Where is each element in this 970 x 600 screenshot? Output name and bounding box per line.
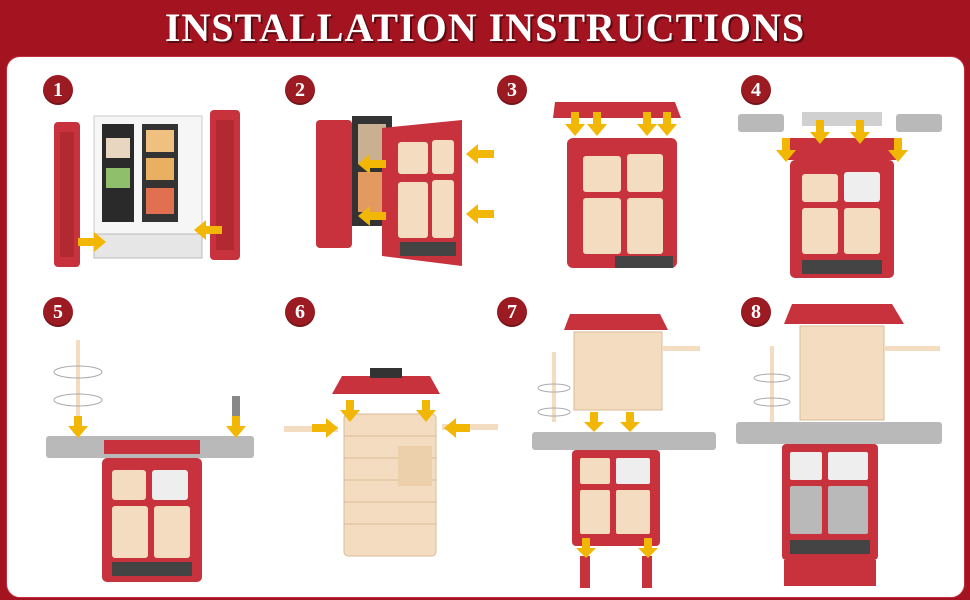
arrow-down-icon <box>620 412 640 432</box>
leg <box>580 556 590 588</box>
leg <box>642 556 652 588</box>
side-rail <box>884 346 940 351</box>
base-tray <box>94 234 202 258</box>
step-6-badge: 6 <box>285 297 315 327</box>
page-title: INSTALLATION INSTRUCTIONS <box>165 4 805 51</box>
rack-pole <box>552 352 556 422</box>
arrow-left-icon <box>444 418 470 438</box>
arrow-left-icon <box>466 144 494 164</box>
step-7-badge: 7 <box>497 297 527 327</box>
brick-wall <box>574 332 662 410</box>
step-5-illustration <box>44 336 259 586</box>
range-hood <box>564 314 668 330</box>
brick-wall <box>800 326 884 420</box>
step-4-badge: 4 <box>741 75 771 105</box>
step-3-badge: 3 <box>497 75 527 105</box>
side-panel <box>316 120 352 248</box>
range-hood <box>784 304 904 324</box>
step-6-illustration <box>282 366 502 566</box>
counter-top <box>532 432 716 450</box>
step-8-illustration <box>734 298 946 592</box>
step-5-badge: 5 <box>43 297 73 327</box>
arrow-left-icon <box>466 204 494 224</box>
step-1-illustration <box>50 110 250 275</box>
base-stand <box>784 560 876 586</box>
step-2-illustration <box>312 106 502 276</box>
step-3-illustration <box>545 98 695 278</box>
step-1-badge: 1 <box>43 75 73 105</box>
stove-top <box>802 112 882 126</box>
counter-top <box>736 422 942 444</box>
step-4-illustration <box>736 108 948 283</box>
step-7-illustration <box>530 306 720 592</box>
title-banner: INSTALLATION INSTRUCTIONS <box>0 0 970 54</box>
range-hood <box>332 376 440 394</box>
arrow-down-icon <box>584 412 604 432</box>
arrow-down-icon <box>68 416 88 438</box>
left-counter <box>738 114 784 132</box>
arrow-right-icon <box>312 418 338 438</box>
rack-pole <box>770 346 774 424</box>
arrow-down-icon <box>226 416 246 438</box>
step-2-badge: 2 <box>285 75 315 105</box>
shelf-cubby <box>398 446 432 486</box>
right-counter <box>896 114 942 132</box>
